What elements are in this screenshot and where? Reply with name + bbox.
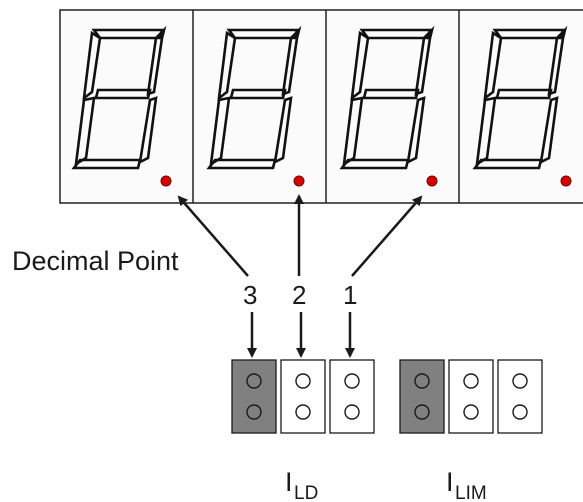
decimal-point-dot <box>293 175 305 187</box>
jumper-column <box>448 359 494 434</box>
arrow-to-dp-1 <box>177 195 249 277</box>
jumper-pin <box>463 373 479 389</box>
jumper-column-active <box>399 359 445 434</box>
digit-1-segments <box>71 25 167 170</box>
jumper-pin <box>295 404 311 420</box>
jumper-arrows <box>247 312 355 358</box>
label-ilim-sub: LIM <box>455 483 487 502</box>
arrow-to-dp-3 <box>351 195 423 277</box>
jumper-column <box>497 359 543 434</box>
jumper-pin <box>295 373 311 389</box>
label-ild-sub: LD <box>294 483 318 502</box>
label-ilim-main: I <box>446 467 454 497</box>
display-frame <box>59 9 583 204</box>
jumper-pin <box>414 373 430 389</box>
jumper-pin <box>512 404 528 420</box>
decimal-point-dot <box>560 175 572 187</box>
jumper-pin <box>344 404 360 420</box>
label-ilim: I LIM <box>446 467 487 502</box>
jumper-block-ild <box>231 359 375 434</box>
decimal-arrows <box>177 194 423 277</box>
label-ild-main: I <box>285 467 293 497</box>
jumper-pin <box>246 404 262 420</box>
digit-3-segments <box>339 25 435 170</box>
jumper-pin <box>414 404 430 420</box>
pin-number-2: 2 <box>292 280 306 310</box>
jumper-pin <box>463 404 479 420</box>
pin-number-3: 3 <box>243 280 257 310</box>
seven-segment-display <box>59 9 583 204</box>
digit-4-segments <box>472 25 568 170</box>
jumper-pin <box>512 373 528 389</box>
jumper-pin <box>246 373 262 389</box>
jumper-pin <box>344 373 360 389</box>
jumper-block-ilim <box>399 359 543 434</box>
jumper-column <box>280 359 326 434</box>
label-ild: I LD <box>285 467 318 502</box>
decimal-point-dot <box>426 175 438 187</box>
decimal-point-label: Decimal Point <box>12 246 179 276</box>
jumper-column-active <box>231 359 277 434</box>
digit-2-segments <box>206 25 302 170</box>
pin-number-1: 1 <box>343 280 357 310</box>
decimal-point-dot <box>160 175 172 187</box>
jumper-column <box>329 359 375 434</box>
